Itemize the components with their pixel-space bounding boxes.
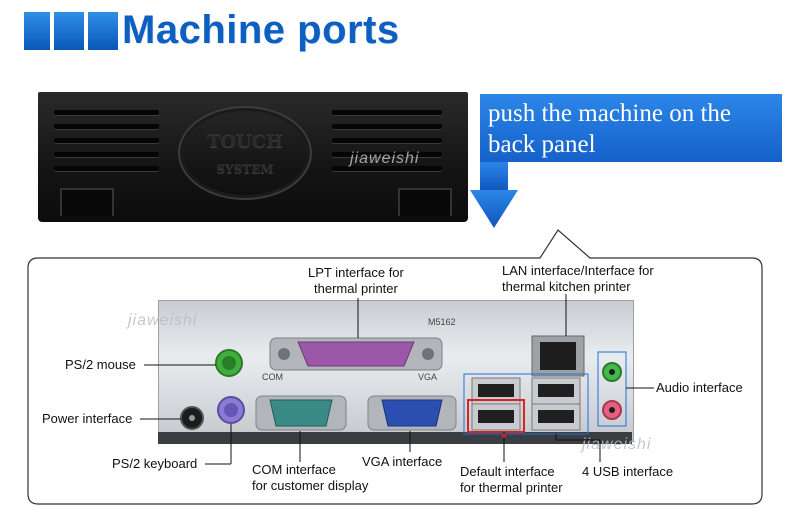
com-label-line-1: COM interface [252,462,336,477]
plate-mark-model: M5162 [428,317,456,327]
lan-label-line-1: LAN interface/Interface for [502,263,654,278]
lpt-label-line-2: thermal printer [314,281,398,296]
default-printer-label-line-1: Default interface [460,464,555,479]
audio-label: Audio interface [656,380,743,395]
lan-port[interactable] [531,335,585,377]
ps2-keyboard-port[interactable] [217,396,245,424]
lan-label-line-2: thermal kitchen printer [502,279,631,294]
logo-text-touch: TOUCH [206,130,284,152]
audio-group-bracket [597,351,627,427]
vent-left [54,110,159,171]
instruction-callout: push the machine on the back panel [480,94,782,162]
plate-base [158,432,632,444]
machine-foot [60,188,114,216]
vga-port[interactable] [367,395,457,431]
down-arrow-icon [470,162,518,228]
com-port[interactable] [255,395,347,431]
logo-text-system: SYSTEM [216,161,274,176]
power-port[interactable] [180,406,204,430]
usb-port-group-right[interactable] [531,377,581,431]
callout-line-1: push the machine on the [488,100,731,127]
com-label: COM interface for customer display [252,462,368,494]
default-printer-label-line-2: for thermal printer [460,480,563,495]
usb-label: 4 USB interface [582,464,674,479]
lpt-label-line-1: LPT interface for [308,265,404,280]
com-label-line-2: for customer display [252,478,369,493]
header-decoration [24,12,118,50]
power-label: Power interface [42,411,133,426]
machine-logo: TOUCH SYSTEM [178,106,312,200]
lpt-label: LPT interface for thermal printer [308,265,404,297]
header-block [24,12,50,50]
lan-label: LAN interface/Interface for thermal kitc… [502,263,654,295]
ps2-mouse-label: PS/2 mouse [65,357,136,372]
plate-mark-com: COM [262,372,283,382]
machine-rear-photo: TOUCH SYSTEM jiaweishi [38,92,468,222]
header-block [88,12,118,50]
lpt-port[interactable] [269,337,443,371]
audio-port-mic[interactable] [602,400,622,420]
vent-right [332,110,442,171]
vga-label: VGA interface [362,454,443,469]
watermark: jiaweishi [128,312,198,329]
page-title: Machine ports [122,8,400,52]
usb-port-group-left[interactable] [471,377,521,431]
callout-line-2: back panel [488,131,596,158]
watermark: jiaweishi [350,150,420,167]
usb-group-bracket [463,373,589,435]
plate-mark-vga: VGA [418,372,438,382]
audio-port-line-out[interactable] [602,362,622,382]
default-printer-label: Default interface for thermal printer [460,464,563,496]
ps2-mouse-port[interactable] [215,349,243,377]
leader-lines [140,294,654,465]
watermark: jiaweishi [582,436,652,453]
header-block [54,12,84,50]
machine-foot [398,188,452,216]
default-printer-highlight [467,399,525,433]
ps2-keyboard-label: PS/2 keyboard [112,456,198,471]
